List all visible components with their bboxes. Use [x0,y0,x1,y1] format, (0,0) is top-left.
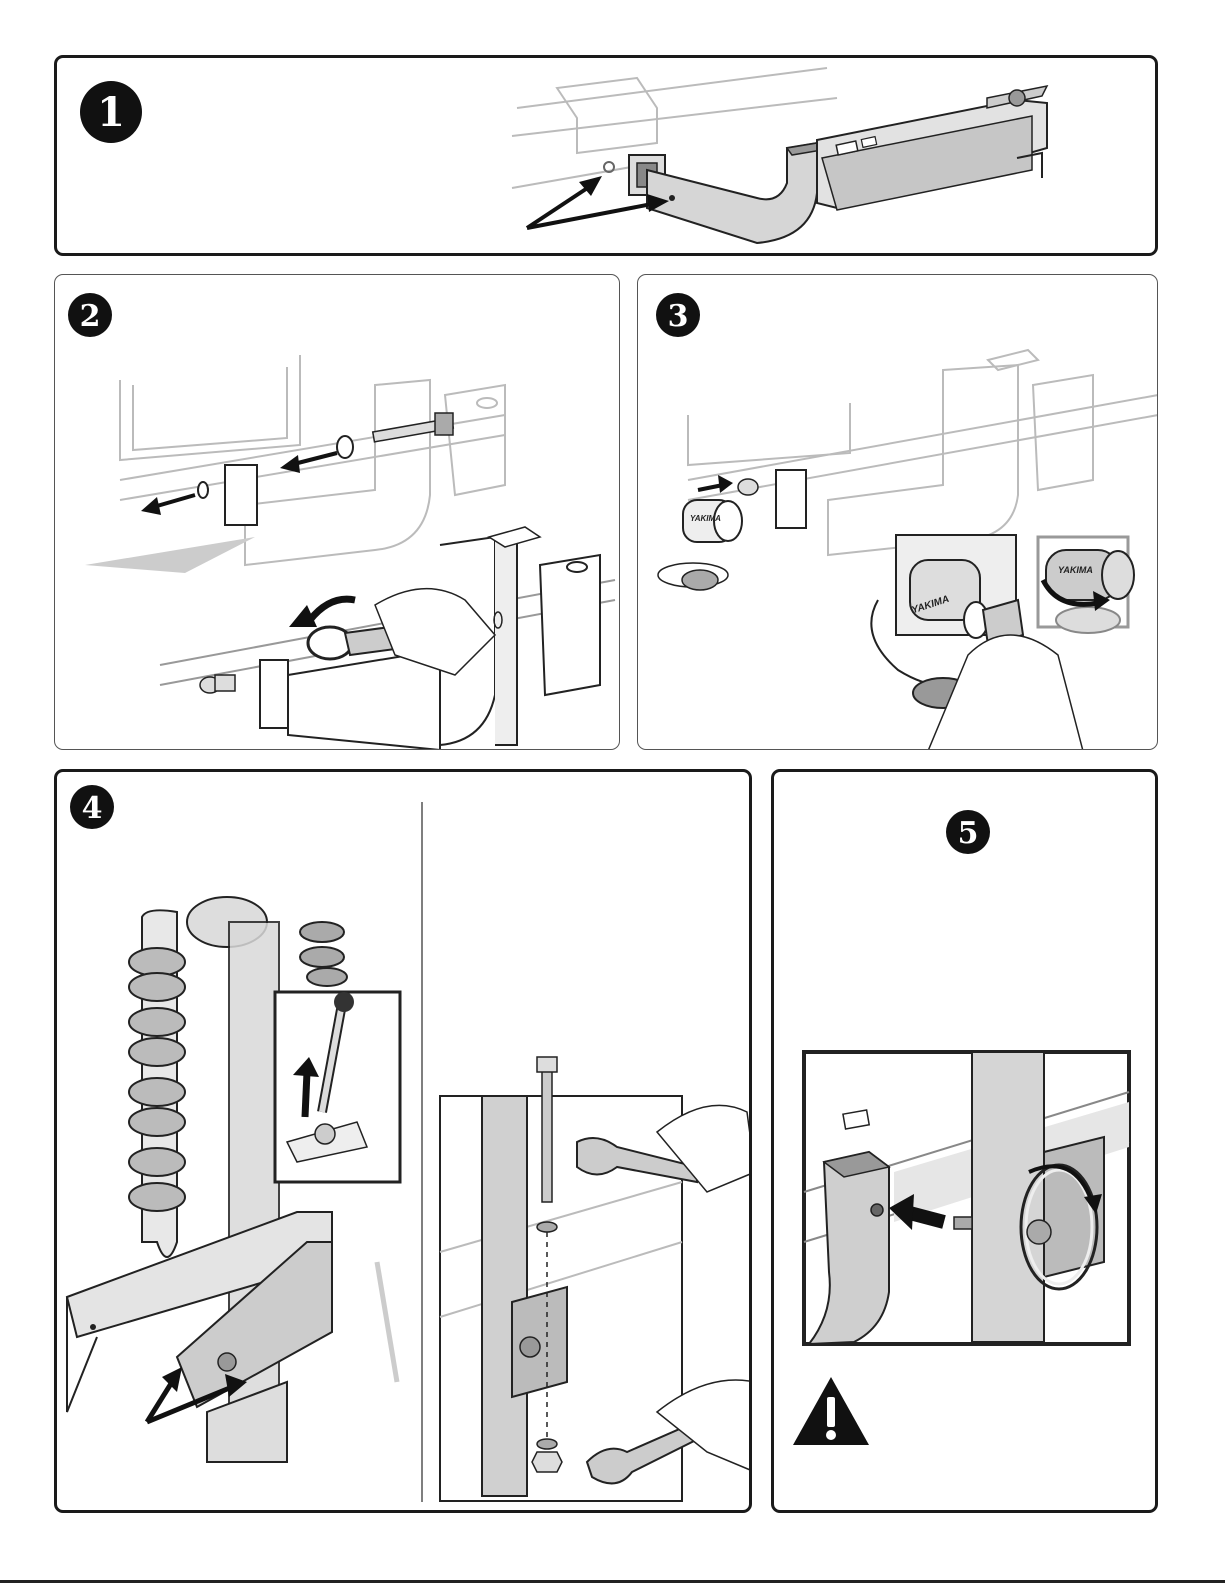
step-2-panel: 2 [54,274,620,750]
step-1-panel: 1 [54,55,1158,256]
svg-text:YAKIMA: YAKIMA [1058,565,1093,575]
arrow-icon [305,1072,307,1117]
step-2-bolt-illustration [55,275,620,750]
rotate-arrow-icon [310,599,355,620]
step-4-mount-illustration [57,772,752,1513]
warning-icon [793,1377,869,1445]
step-1-hitch-illustration [57,58,1158,256]
page-bottom-rule [0,1580,1225,1583]
svg-text:YAKIMA: YAKIMA [690,514,721,523]
step-3-panel: 3 YAKIMA YAKIMA YAKIMA [637,274,1158,750]
step-4-panel: 4 [54,769,752,1513]
step-5-pin-illustration [774,772,1158,1513]
step-3-lock-illustration: YAKIMA YAKIMA YAKIMA [638,275,1158,750]
step-5-panel: 5 [771,769,1158,1513]
